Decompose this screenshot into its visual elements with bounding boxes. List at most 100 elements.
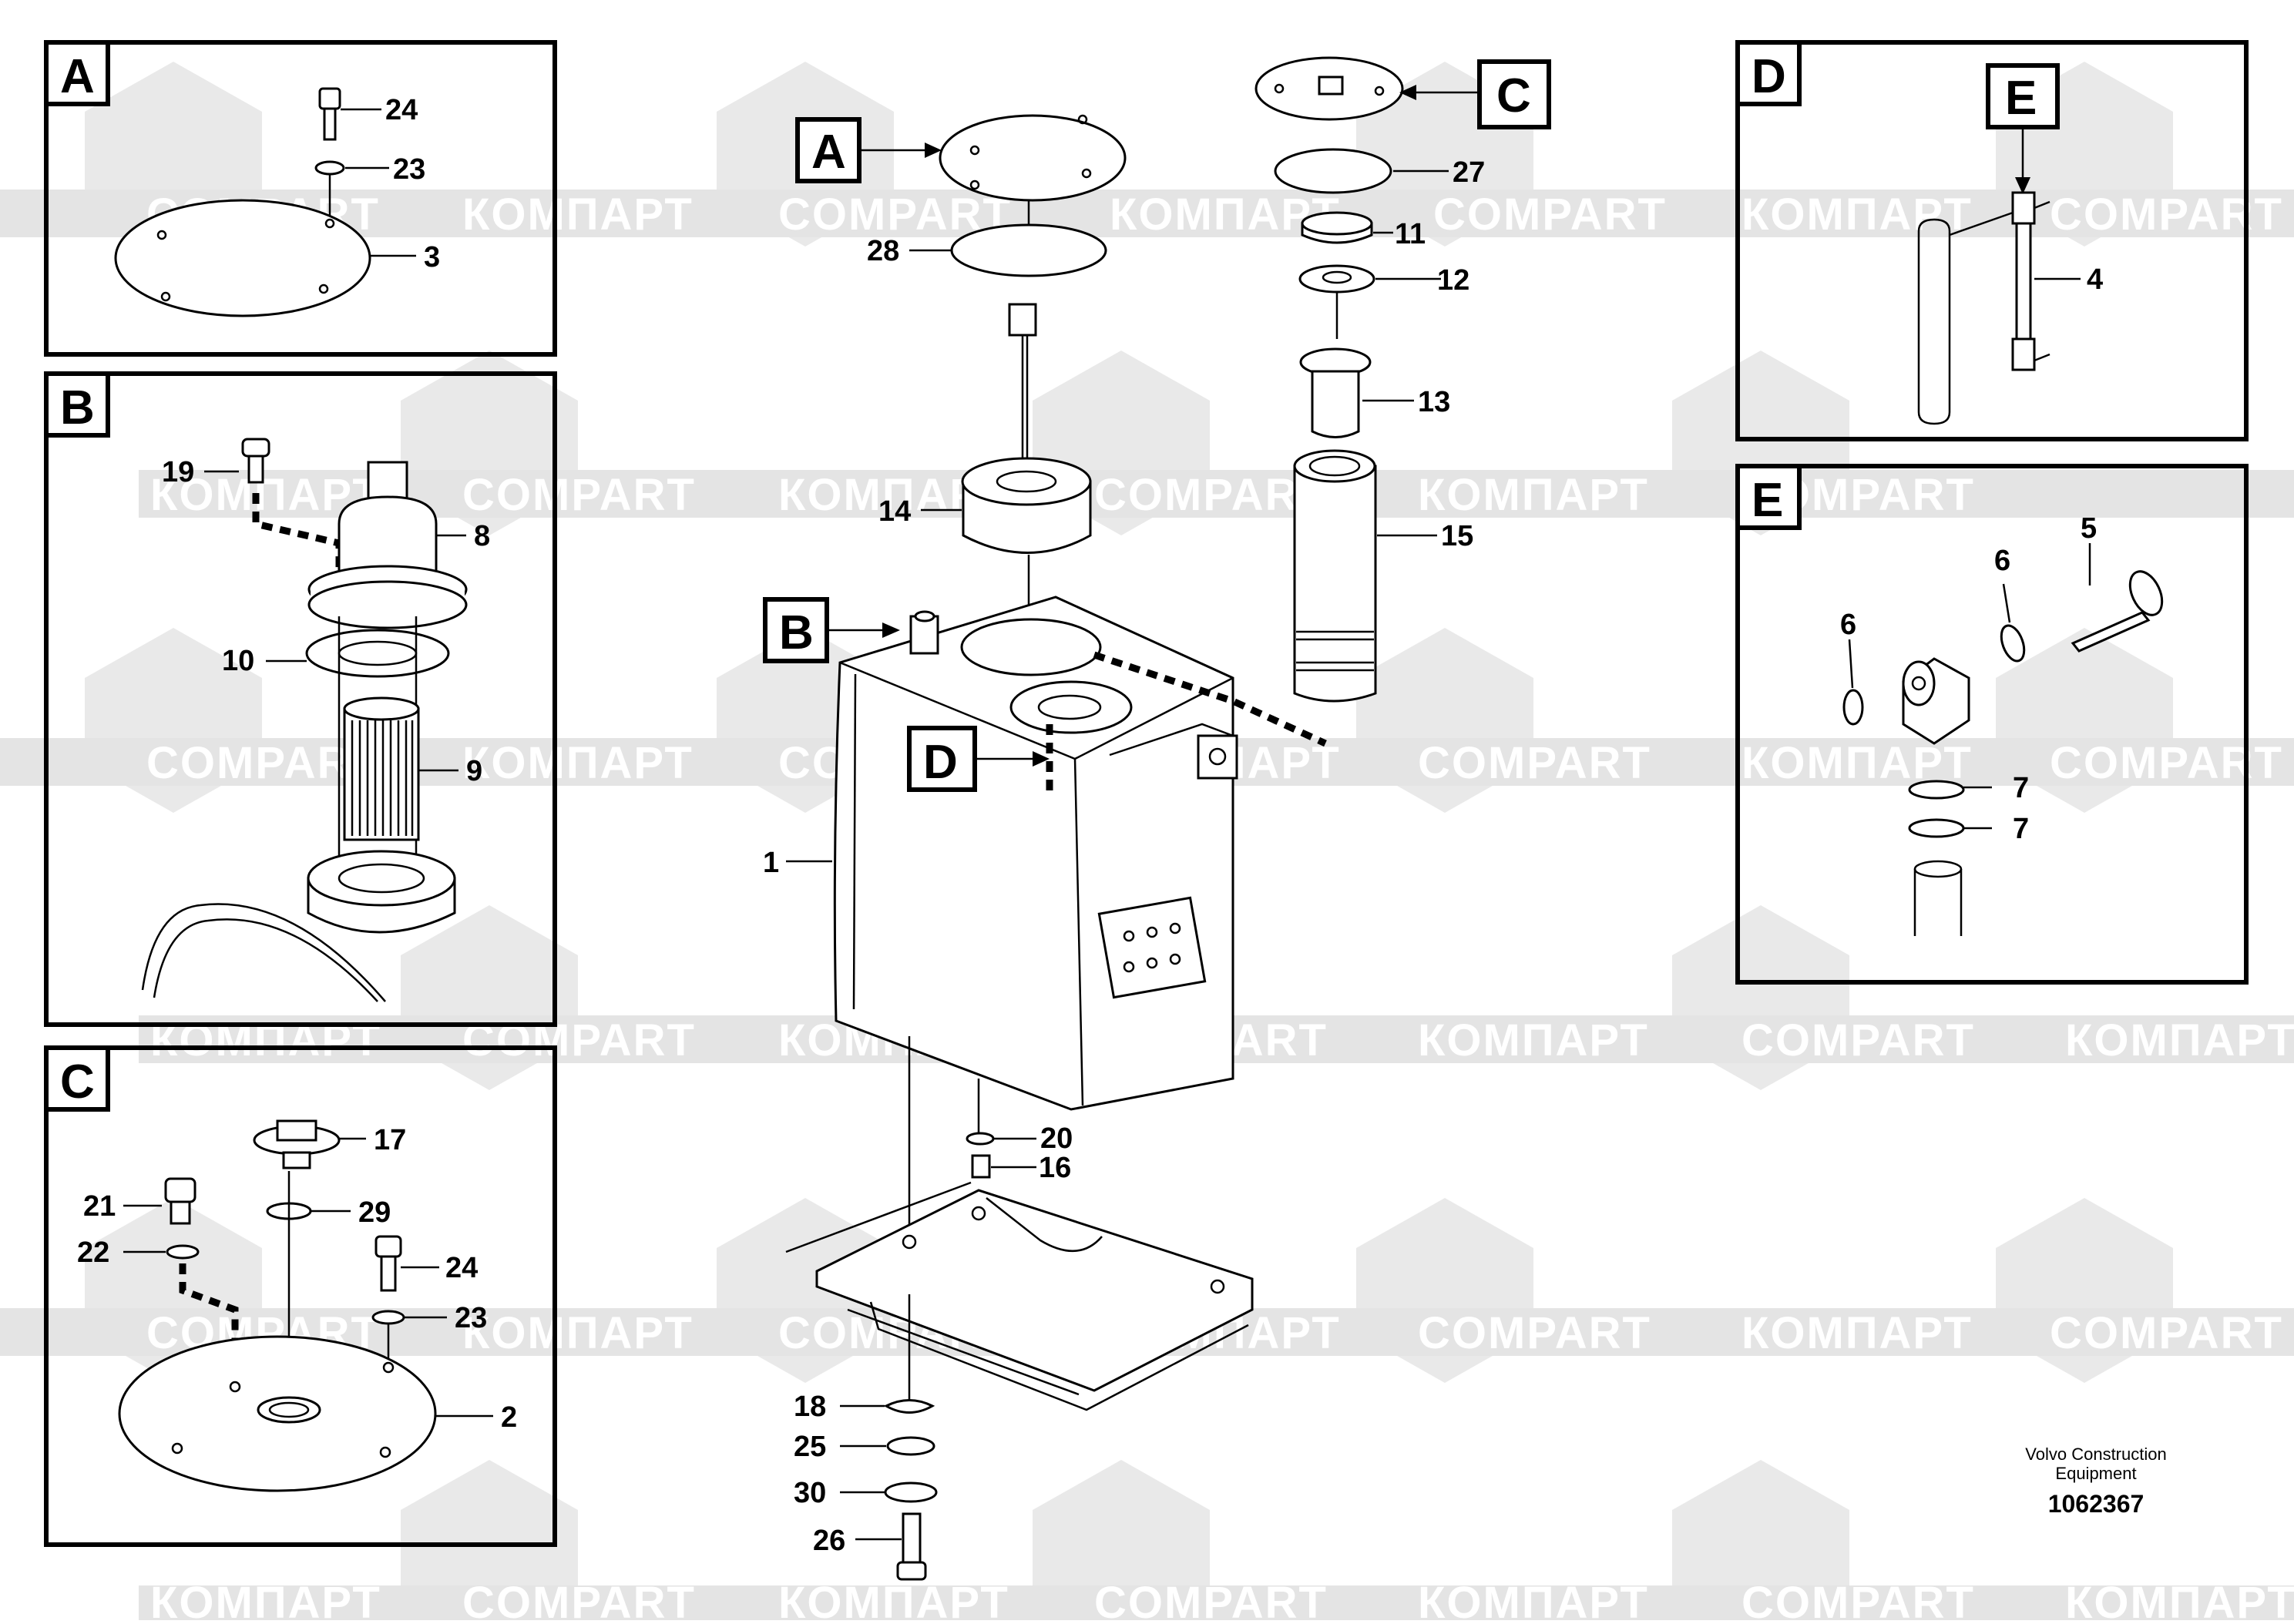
bushing-part [1311, 370, 1360, 438]
watermark-text: COMPART [1741, 1015, 1975, 1065]
oring-part [1842, 689, 1864, 726]
callout-number: 29 [358, 1196, 391, 1229]
level-gauge [2015, 222, 2032, 341]
callout-number: 23 [393, 153, 425, 186]
watermark-text: COMPART [1741, 1578, 1975, 1620]
callout-number: 3 [424, 241, 440, 273]
washer-part [966, 1132, 995, 1146]
bolt-part [374, 1235, 402, 1258]
mounting-frame [815, 1189, 1254, 1392]
watermark-text: КОМПАРТ [150, 1578, 381, 1620]
oring-part [1274, 148, 1392, 194]
main-tag-label: A [811, 126, 846, 179]
watermark-text: COMPART [462, 1578, 696, 1620]
callout-number: 23 [455, 1302, 487, 1334]
watermark-text: КОМПАРТ [1741, 1308, 1973, 1358]
main-assembly: A 28 14 C 27 11 [763, 56, 1551, 1581]
watermark-text: КОМПАРТ [462, 738, 694, 788]
panel-label: D [1752, 50, 1786, 103]
callout-number: 28 [867, 235, 899, 267]
callout-number: 16 [1039, 1152, 1071, 1184]
callout-number: 6 [1994, 545, 2010, 577]
bolt-part [2071, 611, 2151, 653]
watermark-text: КОМПАРТ [1418, 470, 1649, 520]
watermark-text: КОМПАРТ [462, 190, 694, 240]
screw-shank [247, 455, 264, 484]
manufacturer-line-1: Volvo Construction [2025, 1444, 2166, 1464]
bolt-head [2128, 570, 2164, 616]
panel-label: B [60, 381, 95, 435]
level-gauge-top [2011, 191, 2036, 225]
watermark-text: COMPART [2050, 738, 2283, 788]
washer-part [314, 160, 345, 176]
callout-number: 6 [1840, 609, 1856, 641]
callout-number: 18 [794, 1391, 826, 1423]
oring-part [2000, 624, 2026, 663]
return-filter [1293, 465, 1377, 703]
watermark-text: КОМПАРТ [2065, 1578, 2294, 1620]
callout-number: 24 [445, 1252, 478, 1284]
panel-tag-b [44, 371, 110, 438]
watermark-text: COMPART [2050, 190, 2283, 240]
main-tag-label: C [1496, 69, 1531, 122]
oring-part [1908, 818, 1965, 838]
bolt-part [902, 1512, 922, 1565]
callout-number: 13 [1418, 386, 1450, 418]
callout-number: 12 [1437, 264, 1469, 297]
callout-number: 25 [794, 1431, 826, 1463]
level-gauge-bottom [2011, 337, 2036, 371]
tank-cover [939, 114, 1127, 202]
panel-label: C [60, 1055, 95, 1109]
detail-panel-b: B 19 [44, 371, 557, 1027]
screw-part [241, 438, 270, 458]
detail-panel-c: C 17 29 21 22 24 23 2 [44, 1045, 557, 1547]
main-tag-label: D [923, 736, 958, 789]
watermark-text: COMPART [1418, 738, 1651, 788]
callout-number: 26 [813, 1525, 845, 1557]
callout-number: 7 [2013, 813, 2029, 845]
manufacturer-line-2: Equipment [2055, 1464, 2136, 1483]
callout-number: 20 [1040, 1122, 1073, 1155]
detail-tag-label: E [2005, 72, 2037, 125]
callout-number: 10 [222, 645, 254, 677]
watermark-text: COMPART [1094, 470, 1328, 520]
callout-number: 30 [794, 1477, 826, 1509]
drawing-number: 1062367 [2048, 1490, 2145, 1518]
drain-plug [971, 1154, 991, 1179]
oring-part [1908, 780, 1965, 800]
main-tag-b [763, 597, 829, 663]
plug-hex [276, 1119, 317, 1142]
panel-label: A [60, 50, 95, 103]
detail-tag-e [1986, 63, 2060, 129]
diagram-footer: Volvo Construction Equipment 1062367 [2025, 1444, 2166, 1518]
callout-number: 7 [2013, 772, 2029, 804]
bolt-shank [323, 107, 337, 141]
watermark-text: КОМПАРТ [462, 1308, 694, 1358]
panel-tag-a [44, 40, 110, 106]
panel-label: E [1752, 474, 1783, 527]
rod-nut [1008, 303, 1037, 337]
panel-tag-e [1735, 464, 1802, 530]
callout-number: 17 [374, 1124, 406, 1156]
panel-tag-c [44, 1045, 110, 1112]
callout-number: 8 [474, 520, 490, 552]
watermark-text: КОМПАРТ [2065, 1015, 2294, 1065]
callout-number: 4 [2087, 263, 2103, 296]
detail-panel-e: E 5 6 6 7 7 [1735, 464, 2249, 985]
callout-number: 14 [878, 495, 911, 528]
watermark-text: COMPART [1433, 190, 1667, 240]
callout-number: 19 [162, 456, 194, 488]
washer-part [886, 1436, 935, 1456]
washer-part [883, 1399, 935, 1414]
main-tag-c [1477, 59, 1551, 129]
watermark-text: КОМПАРТ [778, 1578, 1009, 1620]
detail-panel-d: D E 4 [1735, 40, 2249, 441]
watermark-text: COMPART [2050, 1308, 2283, 1358]
valve-manifold [1097, 896, 1207, 999]
port-flange [1197, 734, 1238, 780]
watermark-text: КОМПАРТ [1418, 1578, 1649, 1620]
main-tag-label: B [779, 606, 814, 659]
cover-plate [114, 199, 371, 317]
washer-part [166, 1244, 200, 1260]
